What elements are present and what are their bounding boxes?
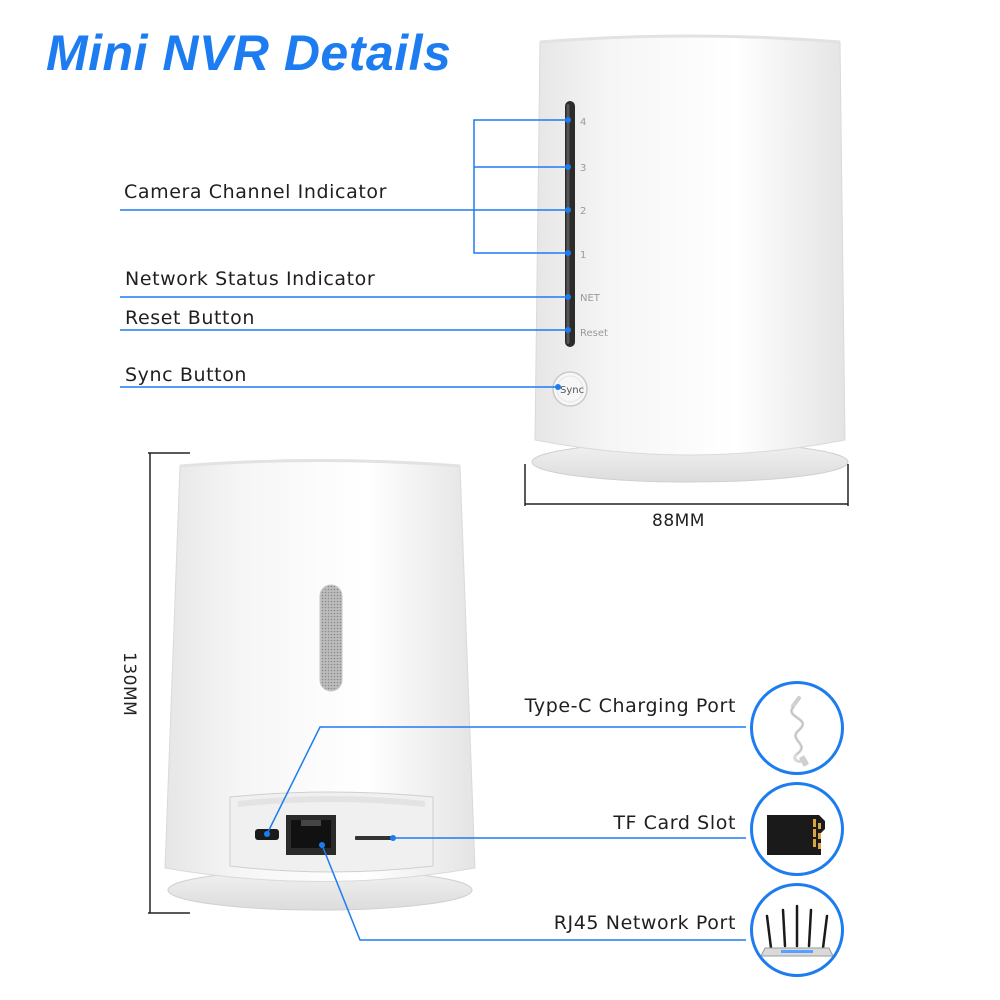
vent-grill — [319, 584, 343, 692]
usb-cable-icon — [750, 681, 844, 775]
front-callout-dots — [555, 117, 571, 390]
height-dimension-line — [148, 452, 190, 914]
page-title: Mini NVR Details — [46, 25, 452, 81]
camera-channel-indicator-label: Camera Channel Indicator — [124, 181, 388, 203]
type-c-charging-port-label: Type-C Charging Port — [524, 695, 736, 717]
channel-2-mark: 2 — [580, 206, 586, 217]
reset-button-label: Reset Button — [125, 307, 255, 329]
sync-button-shape — [552, 371, 588, 407]
rj45-network-port-label: RJ45 Network Port — [553, 912, 736, 934]
reset-mark: Reset — [580, 328, 608, 339]
net-mark: NET — [580, 293, 601, 304]
tf-card-slot-label: TF Card Slot — [613, 812, 736, 834]
sync-mark: Sync — [560, 385, 584, 396]
back-callout-lines — [266, 726, 746, 941]
sync-button-label: Sync Button — [125, 364, 248, 386]
height-dimension-label: 130MM — [119, 652, 139, 717]
channel-3-mark: 3 — [580, 163, 586, 174]
tf-card-icon — [750, 782, 844, 876]
router-icon — [750, 883, 844, 977]
front-device — [531, 34, 849, 483]
front-callout-lines — [120, 119, 568, 388]
channel-4-mark: 4 — [580, 117, 586, 128]
width-dimension-line — [524, 464, 849, 506]
channel-1-mark: 1 — [580, 250, 586, 261]
back-callout-dots — [264, 831, 396, 848]
tf-card-port — [355, 836, 393, 840]
network-status-indicator-label: Network Status Indicator — [125, 268, 376, 290]
back-device — [164, 459, 476, 911]
width-dimension-label: 88MM — [652, 511, 705, 531]
